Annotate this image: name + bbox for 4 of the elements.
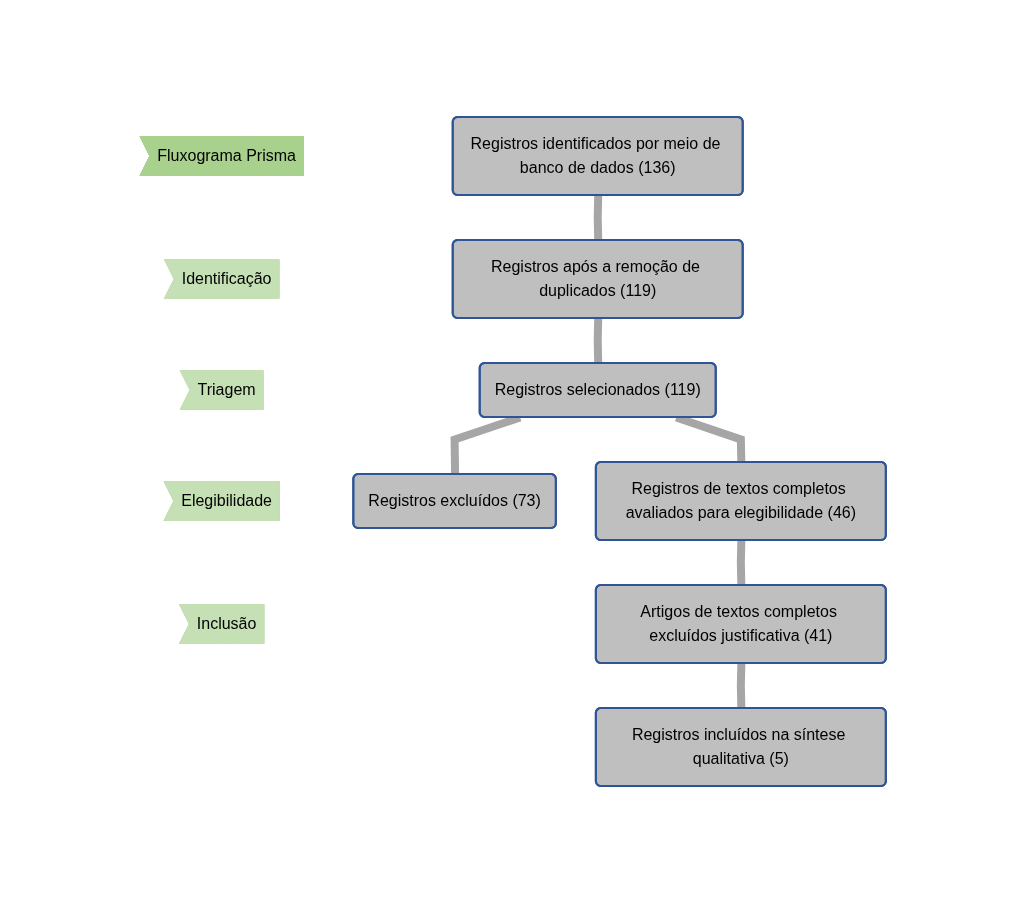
connector [593,318,602,364]
connector [736,663,745,709]
connector [593,195,602,241]
connector [736,540,745,586]
